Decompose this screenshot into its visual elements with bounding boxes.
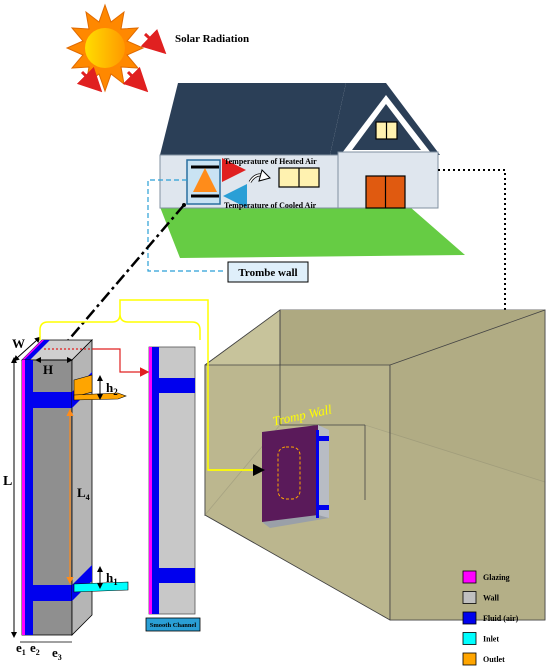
legend-label-4: Outlet <box>483 655 505 664</box>
house-room-connector <box>438 169 513 388</box>
wall-section-3d <box>21 339 129 636</box>
legend-swatch-2 <box>462 611 477 625</box>
trombe-wall-label-box <box>227 261 309 283</box>
legend-swatch-0 <box>462 570 477 584</box>
L4-main: L <box>77 485 86 500</box>
main-roof <box>160 83 346 155</box>
wall-dimensions <box>11 336 103 643</box>
h2-sub: 2 <box>113 387 118 397</box>
house <box>159 83 465 258</box>
e2-sub: 2 <box>36 648 40 657</box>
legend-label-2: Fluid (air) <box>483 614 519 623</box>
e1-label: e1 <box>16 640 26 657</box>
wall-to-channel-connector <box>92 348 150 377</box>
e3-label: e3 <box>52 645 62 662</box>
L4-label: L4 <box>77 485 90 502</box>
room-3d-box <box>204 309 546 621</box>
h1-label: h1 <box>106 570 118 587</box>
cooled-air-label: Temperature of Cooled Air <box>224 201 317 210</box>
W-label: W <box>12 336 25 351</box>
h2-main: h <box>106 380 114 395</box>
solar-ray-arrows <box>76 28 167 93</box>
legend-swatch-1 <box>462 591 477 604</box>
e2-main: e <box>30 640 36 655</box>
legend-label-0: Glazing <box>483 573 510 582</box>
H-label: H <box>43 362 53 377</box>
solar-radiation-label: Solar Radiation <box>175 33 249 45</box>
e1-sub: 1 <box>22 648 26 657</box>
e2-label: e2 <box>30 640 40 657</box>
trombe-wall-label: Trombe wall <box>238 267 297 279</box>
trombe-callout-line <box>147 179 224 272</box>
legend-swatch-3 <box>462 632 477 645</box>
smooth-channel-label-box <box>145 617 201 632</box>
sun-icon <box>65 3 145 93</box>
h1-main: h <box>106 570 114 585</box>
legend-label-1: Wall <box>483 594 500 603</box>
legend-swatch-4 <box>462 652 477 666</box>
L-label: L <box>3 474 12 489</box>
heated-air-label: Temperature of Heated Air <box>224 157 317 166</box>
e3-sub: 3 <box>58 653 62 662</box>
h1-sub: 1 <box>113 577 118 587</box>
airflow-arrows <box>222 158 271 208</box>
section-link-line <box>65 204 185 344</box>
lawn <box>160 207 465 258</box>
legend-label-3: Inlet <box>483 635 499 644</box>
smooth-channel-section <box>148 346 196 615</box>
e1-main: e <box>16 640 22 655</box>
h2-label: h2 <box>106 380 118 397</box>
L4-sub: 4 <box>86 493 90 502</box>
smooth-channel-label: Smooth Channel <box>150 622 197 629</box>
e3-main: e <box>52 645 58 660</box>
